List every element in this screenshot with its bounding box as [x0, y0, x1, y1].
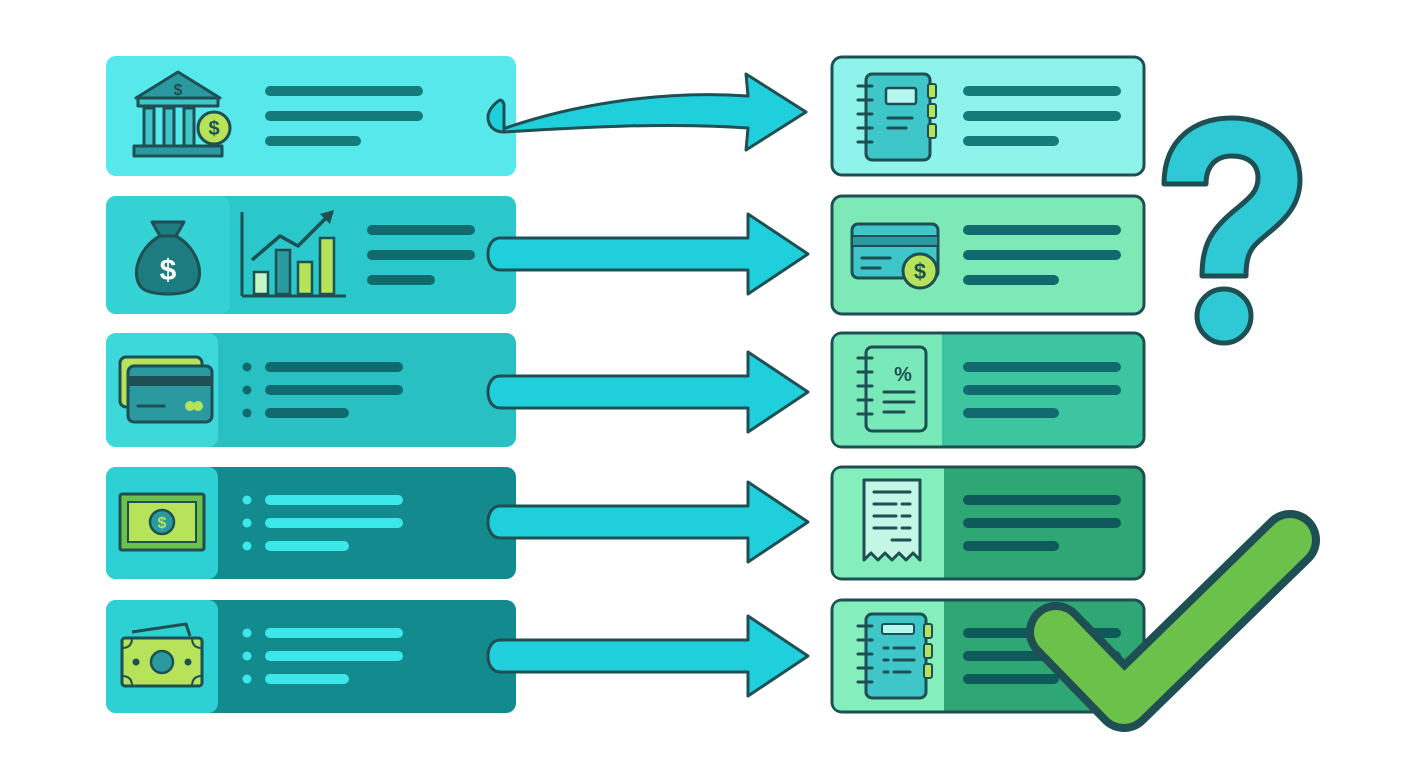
- text-placeholder-lines: [963, 225, 1121, 285]
- bullet-list: [242, 628, 403, 684]
- arrow-1: [486, 72, 808, 152]
- banknote-icon: $: [118, 492, 206, 552]
- question-mark-icon: [1161, 115, 1303, 346]
- svg-text:$: $: [160, 254, 177, 287]
- row-1: $ $: [106, 55, 1146, 177]
- dollar-coin-icon: $: [196, 110, 232, 146]
- cash-stack-icon: [120, 622, 204, 688]
- target-card-2: $: [830, 194, 1146, 316]
- receipt-icon: [862, 478, 922, 562]
- text-placeholder-lines: [963, 495, 1121, 551]
- source-card-2: $: [106, 196, 516, 314]
- bullet-list: [242, 362, 403, 418]
- money-bag-icon: $: [134, 220, 202, 296]
- text-placeholder-lines: [367, 225, 475, 285]
- source-card-1: $ $: [106, 56, 516, 176]
- row-2: $: [106, 194, 1146, 316]
- bank-icon: $: [132, 70, 224, 158]
- text-placeholder-lines: [963, 86, 1121, 146]
- credit-card-coin-icon: $: [850, 222, 940, 290]
- arrow-2: [486, 212, 810, 296]
- target-card-4: [830, 465, 1146, 581]
- row-4: $: [106, 465, 1146, 581]
- arrow-3: [486, 350, 810, 434]
- notebook-icon: [856, 612, 933, 700]
- row-5: [106, 598, 1146, 714]
- bar-chart-growth-icon: [240, 210, 346, 298]
- arrow-5: [486, 614, 810, 698]
- svg-text:$: $: [174, 82, 183, 99]
- percent-notebook-icon: %: [856, 345, 928, 433]
- svg-text:$: $: [158, 515, 167, 532]
- bullet-list: [242, 495, 403, 551]
- text-placeholder-lines: [265, 86, 423, 146]
- source-card-5: [106, 600, 516, 713]
- svg-text:%: %: [894, 364, 912, 386]
- svg-text:$: $: [208, 118, 219, 140]
- notebook-icon: [856, 72, 937, 162]
- source-card-4: $: [106, 467, 516, 579]
- credit-card-icon: [118, 355, 214, 424]
- svg-text:$: $: [914, 259, 926, 284]
- text-placeholder-lines: [963, 362, 1121, 418]
- check-mark-icon: [1026, 510, 1320, 732]
- arrow-4: [486, 480, 810, 564]
- row-3: %: [106, 331, 1146, 449]
- target-card-1: [830, 55, 1146, 177]
- target-card-3: %: [830, 331, 1146, 449]
- source-card-3: [106, 333, 516, 447]
